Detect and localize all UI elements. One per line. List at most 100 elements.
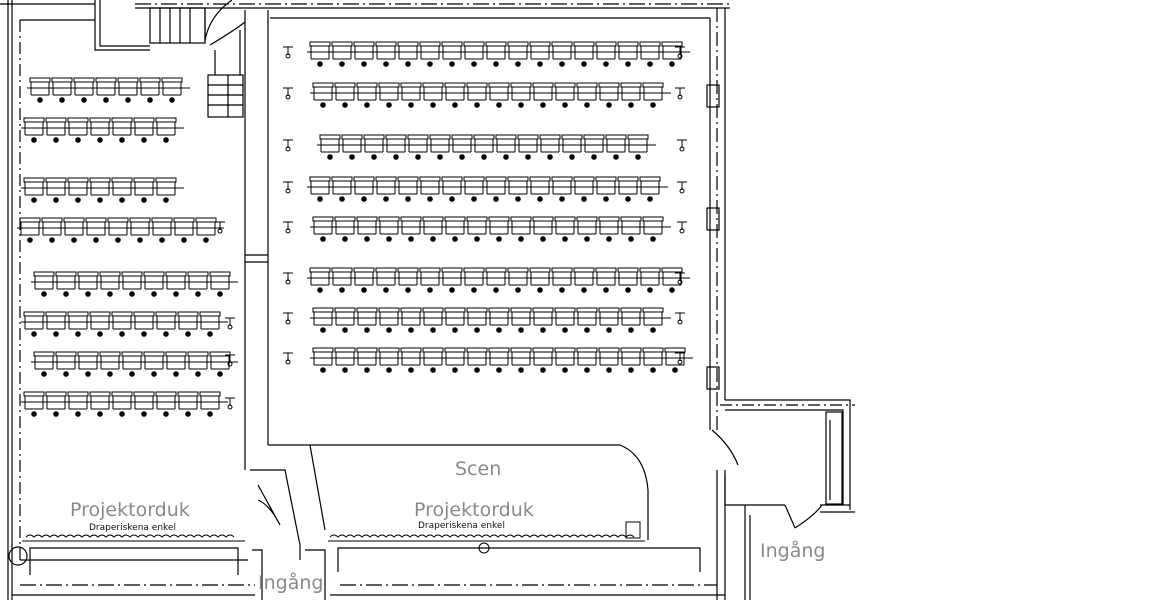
seat [554, 82, 576, 108]
seat [397, 176, 419, 202]
seat [397, 267, 419, 293]
drape-label-left: Draperiskena enkel [89, 523, 176, 533]
drape-rail-right [328, 521, 645, 554]
aisle-light-symbol [675, 312, 685, 325]
seat-row [21, 177, 184, 203]
seat [378, 307, 400, 333]
seat [620, 347, 642, 373]
seat [378, 216, 400, 242]
seat [312, 347, 334, 373]
seat [485, 176, 507, 202]
seat [341, 134, 363, 160]
seat [463, 267, 485, 293]
seat [507, 176, 529, 202]
aisle-light-symbol [225, 317, 235, 330]
seat [143, 271, 165, 297]
aisle-light-symbol [225, 397, 235, 410]
seat [23, 311, 45, 337]
seat [99, 351, 121, 377]
seat [397, 41, 419, 67]
seat [595, 267, 617, 293]
seat [507, 267, 529, 293]
seat [642, 82, 664, 108]
seat [331, 267, 353, 293]
seat [539, 134, 561, 160]
entrance-label-bottom: Ingång [258, 572, 324, 594]
seat [400, 347, 422, 373]
seat [561, 134, 583, 160]
seat [620, 82, 642, 108]
aisle-light-symbol [225, 354, 235, 367]
seat [177, 391, 199, 417]
seat [554, 216, 576, 242]
seat [466, 347, 488, 373]
aisle-light-symbol [675, 352, 685, 365]
seat [209, 351, 231, 377]
seat [165, 351, 187, 377]
seat [378, 347, 400, 373]
seat [151, 217, 173, 243]
seat [209, 271, 231, 297]
seat [400, 216, 422, 242]
seat [400, 307, 422, 333]
aisle-light-symbol [283, 139, 293, 152]
seat [55, 351, 77, 377]
seat [77, 271, 99, 297]
drape-rail-left [22, 534, 245, 542]
seat [51, 77, 73, 103]
seat [375, 176, 397, 202]
seat [375, 267, 397, 293]
seat [554, 307, 576, 333]
seat [356, 216, 378, 242]
seat [155, 177, 177, 203]
seat [617, 176, 639, 202]
seat [441, 176, 463, 202]
seat [598, 82, 620, 108]
seat [444, 216, 466, 242]
seat [309, 41, 331, 67]
seat [334, 307, 356, 333]
stage-label: Scen [455, 458, 502, 480]
seat-row [317, 134, 656, 160]
seat [598, 347, 620, 373]
seat [155, 117, 177, 143]
seat [375, 41, 397, 67]
seat-row [31, 351, 238, 377]
seat-row [21, 391, 228, 417]
seat [595, 176, 617, 202]
seat [33, 271, 55, 297]
seat [121, 351, 143, 377]
seat [41, 217, 63, 243]
seat-row [21, 117, 184, 143]
seat [642, 307, 664, 333]
seat [334, 82, 356, 108]
seat [473, 134, 495, 160]
seat [139, 77, 161, 103]
seat [133, 117, 155, 143]
seat [517, 134, 539, 160]
seat [67, 311, 89, 337]
seat [400, 82, 422, 108]
seat [529, 176, 551, 202]
seat [463, 176, 485, 202]
screen-label-left: Projektorduk [70, 499, 190, 521]
seat [89, 117, 111, 143]
seat [551, 176, 573, 202]
seat [510, 82, 532, 108]
seat [353, 176, 375, 202]
seat [422, 307, 444, 333]
seat [133, 391, 155, 417]
walls [0, 0, 855, 600]
seat [187, 351, 209, 377]
seat [89, 177, 111, 203]
seat [89, 391, 111, 417]
seat [45, 117, 67, 143]
aisle-light-symbol [675, 87, 685, 100]
seat [121, 271, 143, 297]
seat-row [310, 347, 693, 373]
seat [334, 216, 356, 242]
seat-row [27, 77, 190, 103]
seat [55, 271, 77, 297]
seat [187, 271, 209, 297]
seat [444, 347, 466, 373]
